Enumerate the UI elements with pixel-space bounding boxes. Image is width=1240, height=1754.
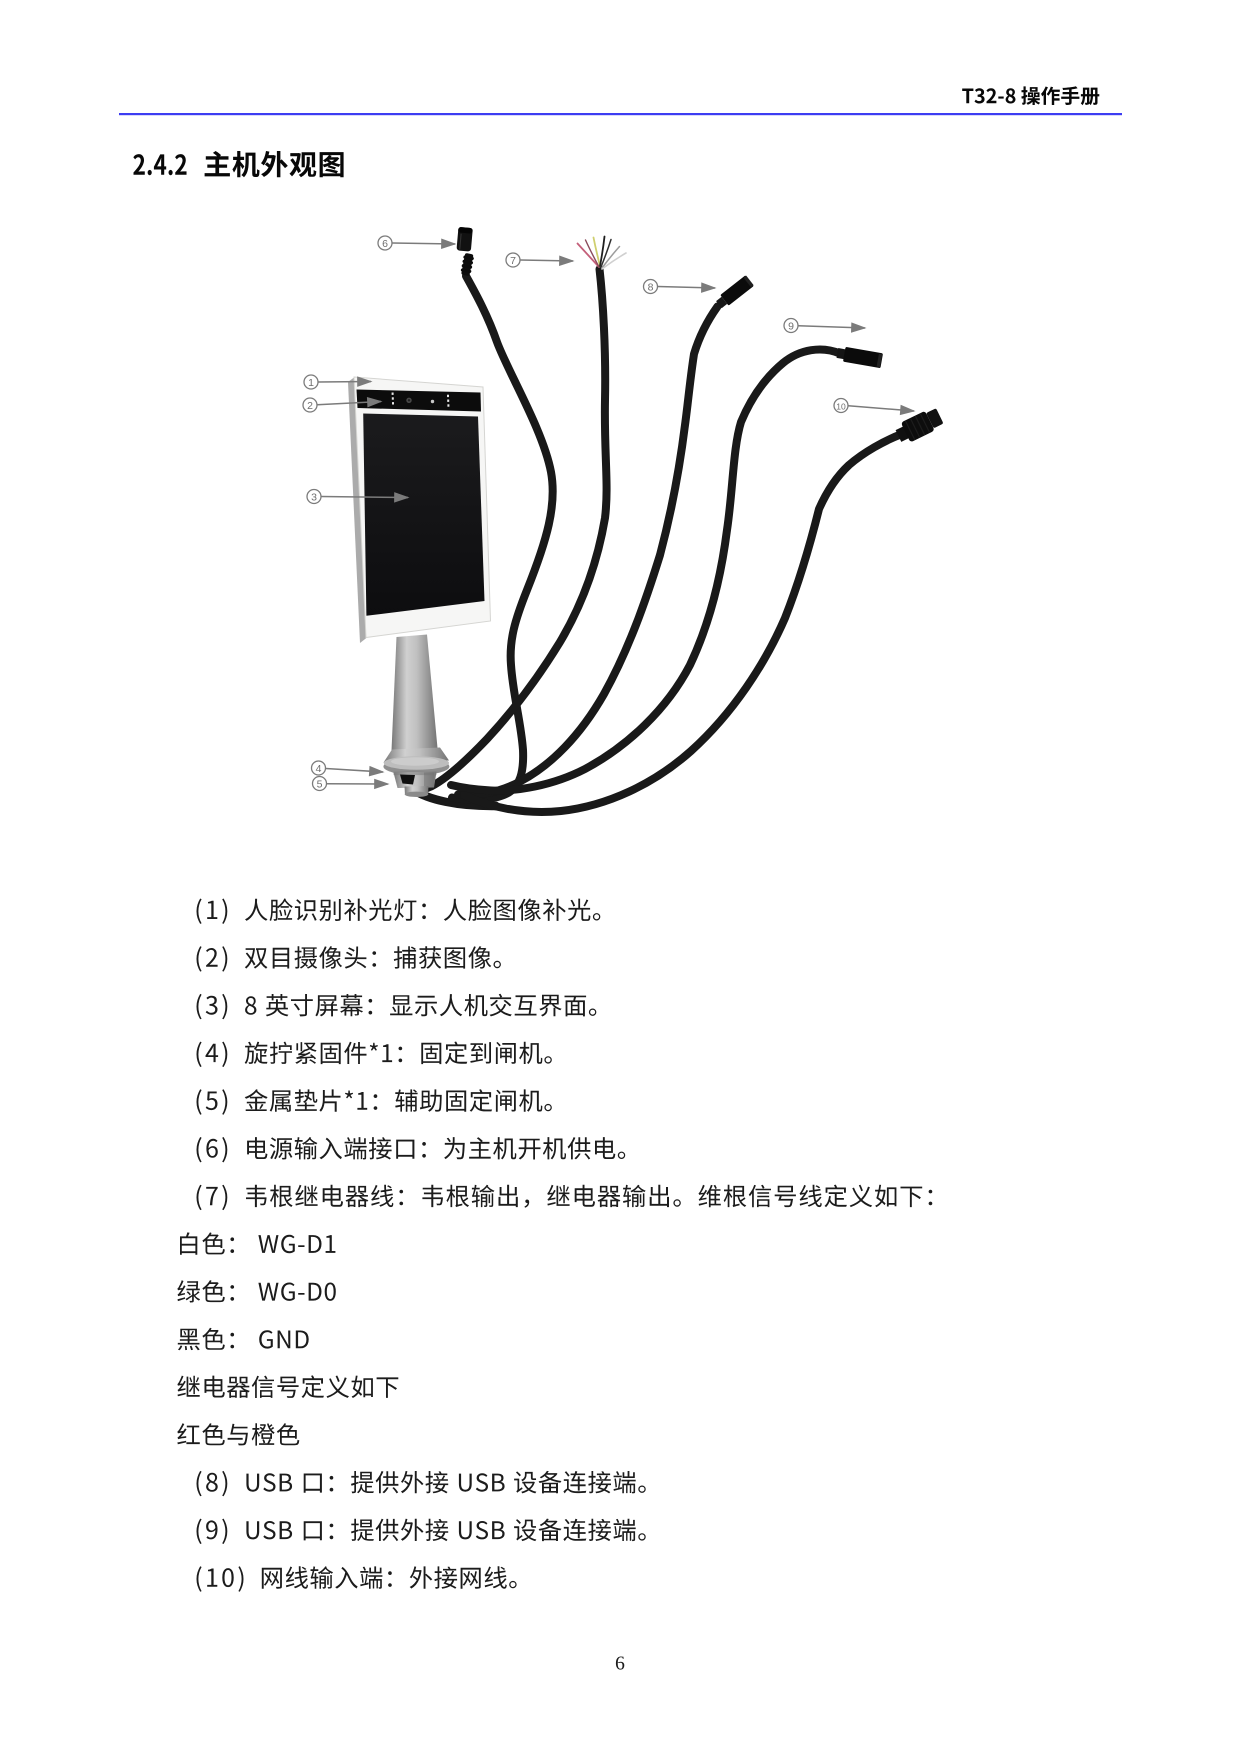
svg-text:10: 10 xyxy=(836,401,846,411)
svg-text:3: 3 xyxy=(311,491,317,503)
svg-text:7: 7 xyxy=(510,255,516,267)
svg-text:1: 1 xyxy=(308,377,314,389)
svg-text:9: 9 xyxy=(788,320,794,332)
svg-text:4: 4 xyxy=(316,763,322,775)
svg-text:5: 5 xyxy=(317,778,323,790)
svg-text:2: 2 xyxy=(307,400,313,412)
svg-text:8: 8 xyxy=(648,281,654,293)
svg-text:6: 6 xyxy=(382,238,388,250)
